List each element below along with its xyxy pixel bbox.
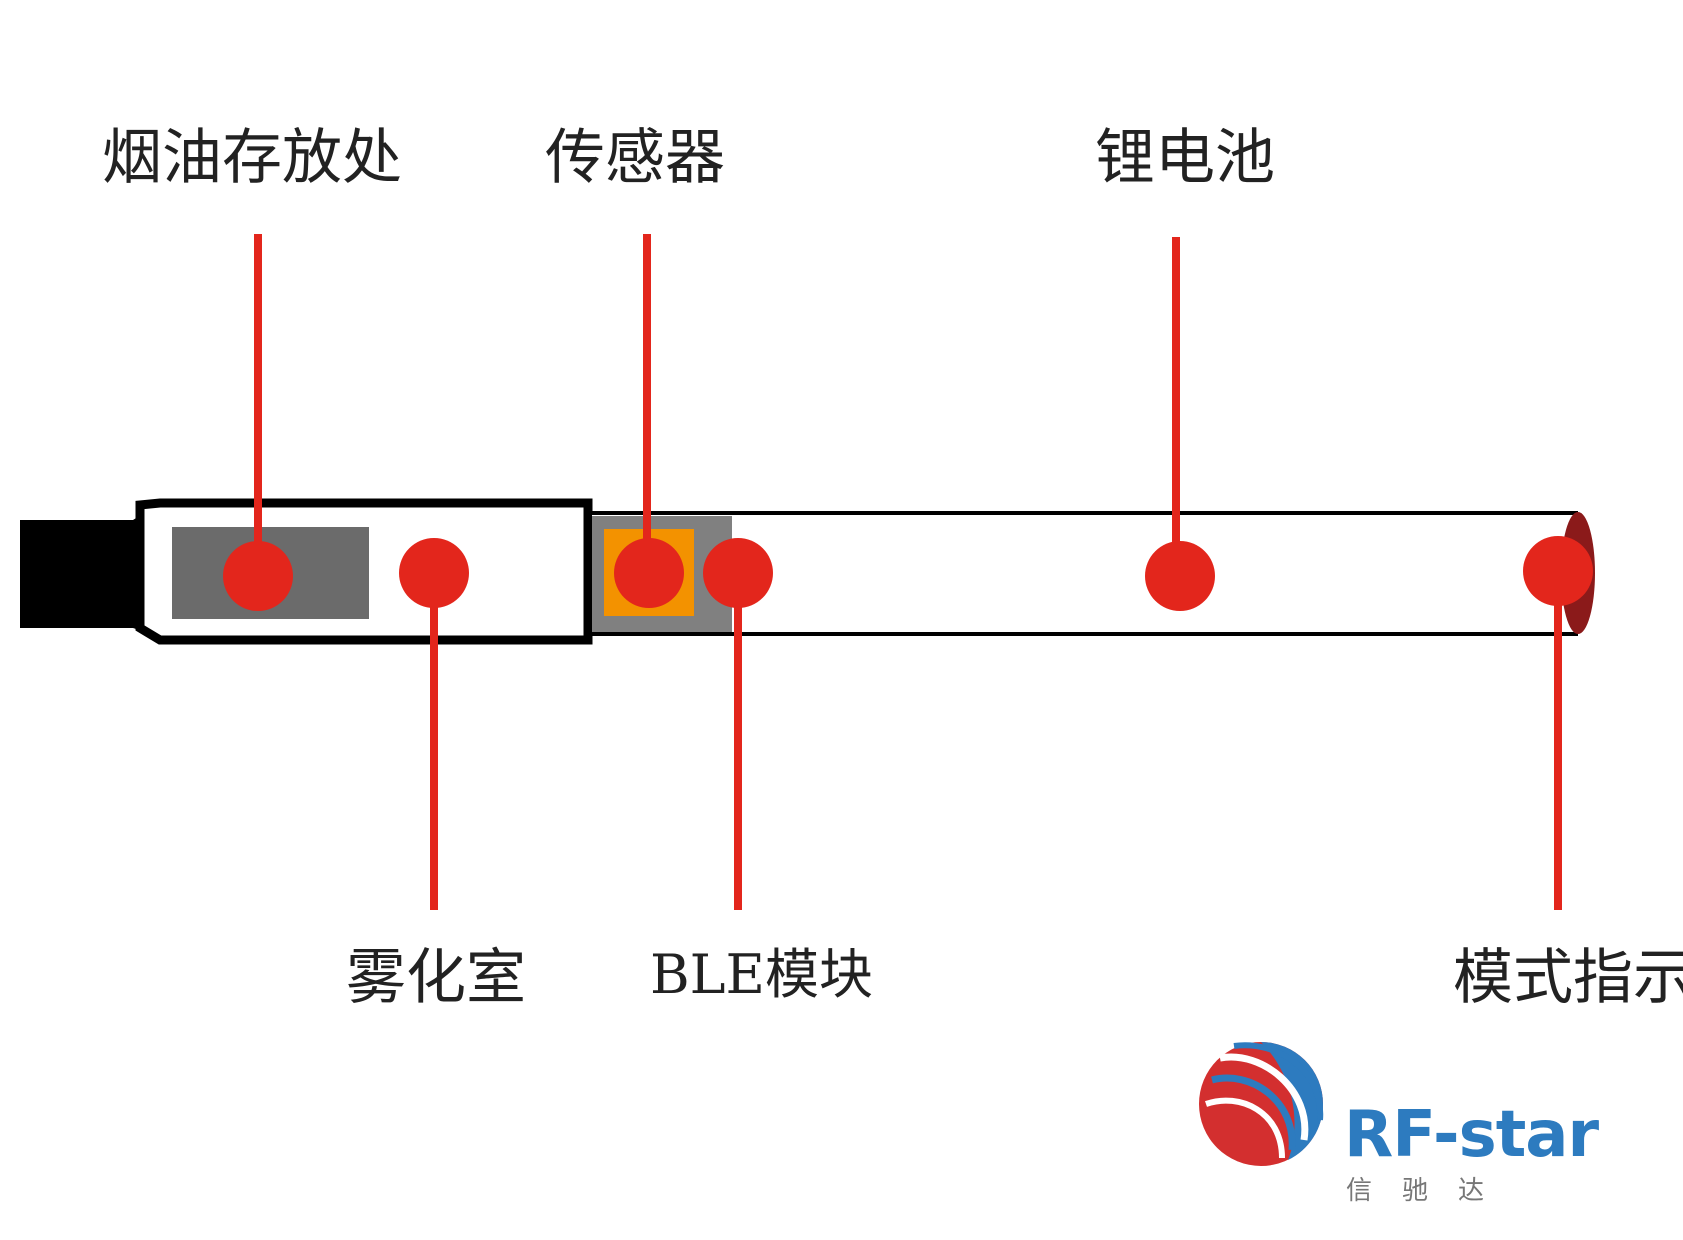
leader-lines [254,234,1562,910]
label-atomizer: 雾化室 [346,943,526,1013]
marker-atomizer [399,538,469,608]
label-ble-module: BLE模块 [650,943,873,1006]
marker-dots [223,536,1593,611]
label-oil-storage: 烟油存放处 [102,123,402,193]
marker-mode-indicator [1523,536,1593,606]
logo-subtitle: 信驰达 [1346,1176,1515,1206]
marker-ble-module [703,538,773,608]
logo-wordmark: RF-star [1344,1098,1599,1172]
label-battery: 锂电池 [1095,123,1275,193]
rf-star-logo-globe [1199,1042,1324,1166]
mouthpiece [20,503,160,637]
marker-battery [1145,541,1215,611]
marker-oil-storage [223,541,293,611]
marker-sensor [614,538,684,608]
label-sensor: 传感器 [545,123,725,193]
label-mode-indicator: 模式指示 [1453,943,1683,1013]
